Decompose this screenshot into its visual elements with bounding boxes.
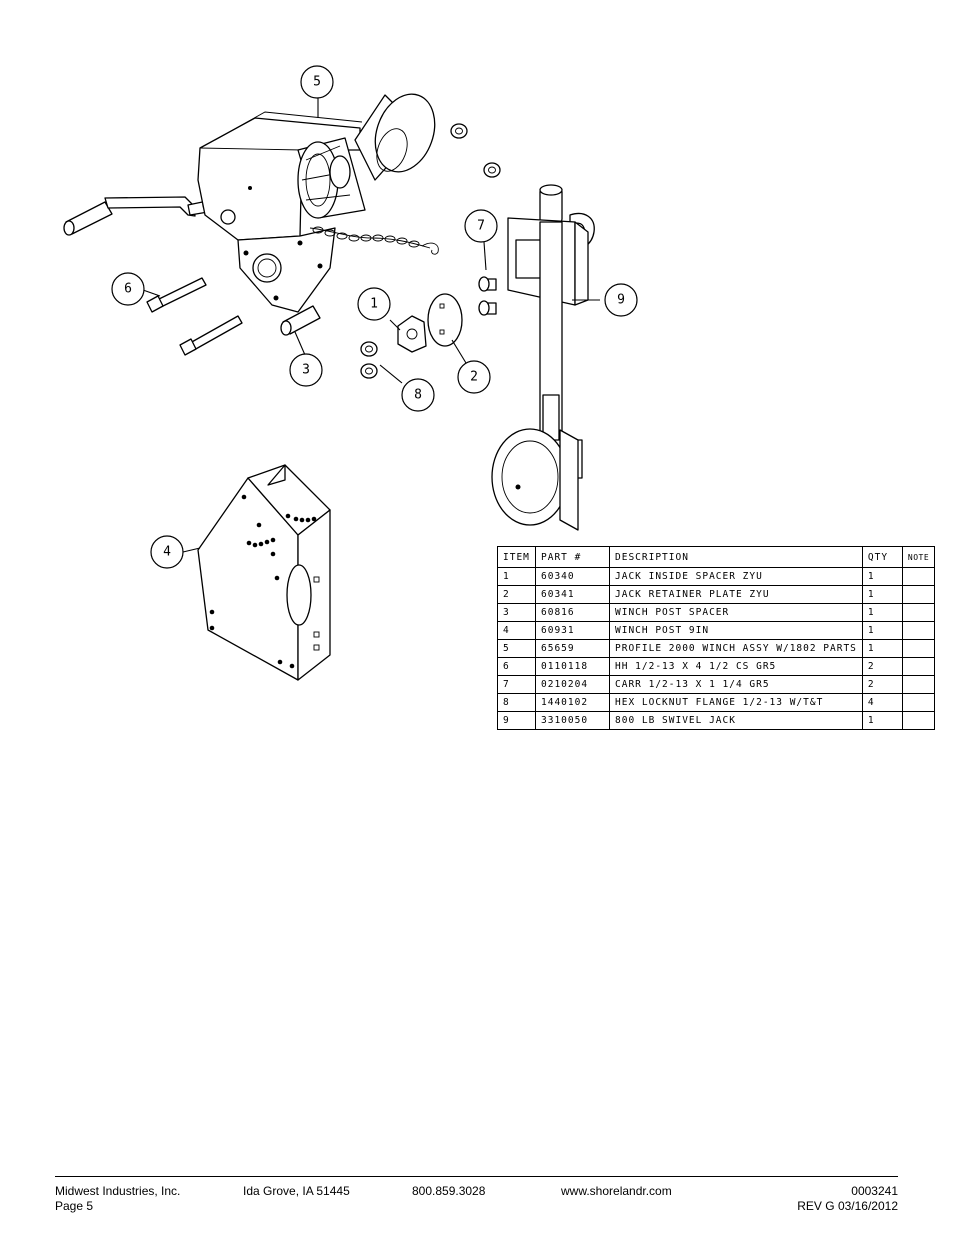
callout-1: 1 xyxy=(357,287,391,321)
callout-7: 7 xyxy=(464,209,498,243)
callout-4: 4 xyxy=(150,535,184,569)
winch-post-drawing xyxy=(197,464,331,681)
footer-phone: 800.859.3028 xyxy=(412,1184,486,1198)
callout-leaders xyxy=(142,98,600,553)
cell-note xyxy=(901,567,936,586)
header-description: DESCRIPTION xyxy=(609,546,863,568)
table-row: 4 60931 WINCH POST 9IN 1 xyxy=(497,621,936,640)
cell-part-number: 0210204 xyxy=(535,675,610,694)
table-row: 3 60816 WINCH POST SPACER 1 xyxy=(497,603,936,622)
cell-part-number: 3310050 xyxy=(535,711,610,730)
table-row: 7 0210204 CARR 1/2-13 X 1 1/4 GR5 2 xyxy=(497,675,936,694)
cell-item: 7 xyxy=(497,675,536,694)
svg-text:3: 3 xyxy=(302,363,310,378)
cell-part-number: 60341 xyxy=(535,585,610,604)
cell-description: JACK INSIDE SPACER ZYU xyxy=(609,567,863,586)
cell-qty: 1 xyxy=(861,711,903,730)
table-row: 9 3310050 800 LB SWIVEL JACK 1 xyxy=(497,711,936,730)
carriage-bolts-drawing xyxy=(478,276,497,316)
cell-note xyxy=(901,657,936,676)
table-row: 1 60340 JACK INSIDE SPACER ZYU 1 xyxy=(497,567,936,586)
footer-doc-number: 0003241 xyxy=(851,1184,898,1198)
svg-text:5: 5 xyxy=(313,75,321,90)
cell-note xyxy=(901,639,936,658)
cell-part-number: 60816 xyxy=(535,603,610,622)
cell-part-number: 1440102 xyxy=(535,693,610,712)
callout-9: 9 xyxy=(604,283,638,317)
footer-company: Midwest Industries, Inc. xyxy=(55,1184,181,1198)
cell-qty: 1 xyxy=(861,585,903,604)
exploded-parts-diagram: 5 6 3 1 2 8 7 9 4 xyxy=(63,65,638,681)
cell-qty: 2 xyxy=(861,657,903,676)
swivel-jack-drawing xyxy=(491,184,595,531)
footer-revision: REV G 03/16/2012 xyxy=(797,1199,898,1213)
svg-text:6: 6 xyxy=(124,282,132,297)
cell-part-number: 60931 xyxy=(535,621,610,640)
header-item: ITEM xyxy=(497,546,536,568)
header-qty: QTY xyxy=(861,546,903,568)
table-row: 8 1440102 HEX LOCKNUT FLANGE 1/2-13 W/T&… xyxy=(497,693,936,712)
spacer-tube-drawing xyxy=(280,305,321,336)
cell-note xyxy=(901,603,936,622)
cell-part-number: 65659 xyxy=(535,639,610,658)
callout-2: 2 xyxy=(457,360,491,394)
footer-website[interactable]: www.shorelandr.com xyxy=(561,1184,672,1198)
bill-of-materials-table: ITEM PART # DESCRIPTION QTY NOTE 1 60340… xyxy=(497,546,936,730)
header-note: NOTE xyxy=(901,546,936,568)
cell-note xyxy=(901,621,936,640)
cell-description: CARR 1/2-13 X 1 1/4 GR5 xyxy=(609,675,863,694)
footer-address: Ida Grove, IA 51445 xyxy=(243,1184,350,1198)
cell-note xyxy=(901,693,936,712)
svg-text:2: 2 xyxy=(470,370,478,385)
cell-description: 800 LB SWIVEL JACK xyxy=(609,711,863,730)
cell-qty: 1 xyxy=(861,639,903,658)
cell-description: WINCH POST SPACER xyxy=(609,603,863,622)
cell-description: PROFILE 2000 WINCH ASSY W/1802 PARTS xyxy=(609,639,863,658)
callout-3: 3 xyxy=(289,353,323,387)
cell-description: JACK RETAINER PLATE ZYU xyxy=(609,585,863,604)
locknuts-drawing xyxy=(360,341,378,379)
cell-item: 8 xyxy=(497,693,536,712)
cell-description: WINCH POST 9IN xyxy=(609,621,863,640)
cell-qty: 1 xyxy=(861,621,903,640)
cell-part-number: 60340 xyxy=(535,567,610,586)
footer-page-number: Page 5 xyxy=(55,1199,94,1213)
header-part-number: PART # xyxy=(535,546,610,568)
cell-item: 9 xyxy=(497,711,536,730)
table-row: 2 60341 JACK RETAINER PLATE ZYU 1 xyxy=(497,585,936,604)
table-header-row: ITEM PART # DESCRIPTION QTY NOTE xyxy=(497,546,936,568)
cell-note xyxy=(901,711,936,730)
cell-qty: 1 xyxy=(861,603,903,622)
table-row: 6 0110118 HH 1/2-13 X 4 1/2 CS GR5 2 xyxy=(497,657,936,676)
cell-description: HEX LOCKNUT FLANGE 1/2-13 W/T&T xyxy=(609,693,863,712)
callout-8: 8 xyxy=(401,378,435,412)
page-footer: Midwest Industries, Inc. Ida Grove, IA 5… xyxy=(55,1176,898,1213)
cell-item: 3 xyxy=(497,603,536,622)
hex-bolts-drawing xyxy=(146,277,243,356)
svg-text:7: 7 xyxy=(477,219,485,234)
cell-qty: 2 xyxy=(861,675,903,694)
winch-assembly-drawing xyxy=(63,93,501,313)
retainer-plate-drawing xyxy=(427,293,463,347)
cell-item: 6 xyxy=(497,657,536,676)
cell-item: 5 xyxy=(497,639,536,658)
svg-text:8: 8 xyxy=(414,388,422,403)
cell-part-number: 0110118 xyxy=(535,657,610,676)
cell-description: HH 1/2-13 X 4 1/2 CS GR5 xyxy=(609,657,863,676)
jack-spacer-drawing xyxy=(397,315,427,353)
cell-qty: 1 xyxy=(861,567,903,586)
cell-note xyxy=(901,585,936,604)
svg-text:4: 4 xyxy=(163,545,171,560)
cell-item: 4 xyxy=(497,621,536,640)
svg-text:1: 1 xyxy=(370,297,378,312)
table-row: 5 65659 PROFILE 2000 WINCH ASSY W/1802 P… xyxy=(497,639,936,658)
svg-text:9: 9 xyxy=(617,293,625,308)
cell-item: 1 xyxy=(497,567,536,586)
cell-item: 2 xyxy=(497,585,536,604)
callout-5: 5 xyxy=(300,65,334,99)
cell-qty: 4 xyxy=(861,693,903,712)
callout-6: 6 xyxy=(111,272,145,306)
cell-note xyxy=(901,675,936,694)
